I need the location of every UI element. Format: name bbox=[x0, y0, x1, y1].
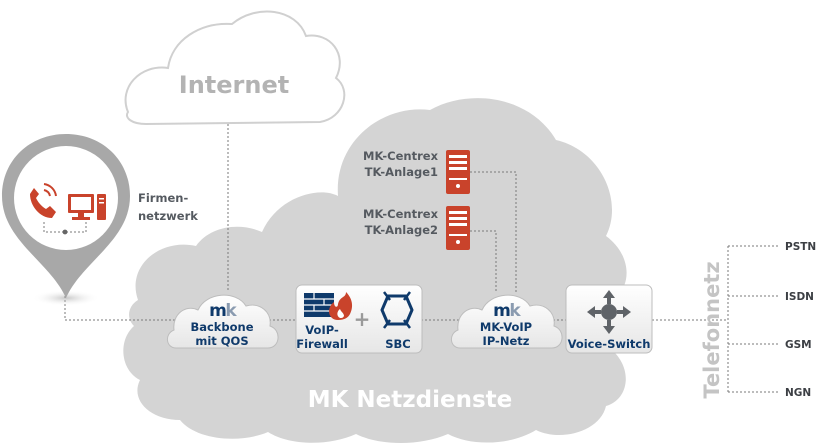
plus-sign: + bbox=[354, 307, 371, 331]
endpoint-gsm: GSM bbox=[785, 339, 812, 351]
pin-inner-circle bbox=[14, 146, 118, 250]
server2-line bbox=[470, 230, 497, 292]
server-1 bbox=[446, 150, 470, 194]
server1-line bbox=[470, 171, 517, 292]
server-2 bbox=[446, 206, 470, 250]
server-1-label-line2: TK-Anlage1 bbox=[365, 165, 438, 179]
backbone-node: m k Backbone mit QOS bbox=[167, 294, 279, 349]
mk-voip-node: m k MK-VoIP IP-Netz bbox=[451, 294, 563, 349]
mk-voip-label-line2: IP-Netz bbox=[483, 334, 530, 348]
firewall-label-line2: Firewall bbox=[296, 337, 348, 351]
mk-voip-label-line1: MK-VoIP bbox=[480, 320, 532, 334]
mk-netzdienste-cloud: MK Netzdienste bbox=[123, 98, 628, 444]
computer-icon bbox=[68, 194, 106, 220]
sbc-icon bbox=[380, 291, 414, 329]
device-link-line bbox=[43, 222, 87, 233]
company-network-label-line2: netzwerk bbox=[138, 209, 198, 223]
server-2-label-line1: MK-Centrex bbox=[363, 207, 439, 221]
voice-switch-node: Voice-Switch bbox=[565, 284, 653, 354]
mk-logo-icon: m k bbox=[209, 301, 237, 321]
endpoint-pstn: PSTN bbox=[785, 241, 816, 253]
sbc-label: SBC bbox=[385, 337, 411, 351]
endpoint-ngn: NGN bbox=[785, 387, 811, 399]
company-network-label-line1: Firmen- bbox=[138, 191, 188, 205]
telefonnetz-label: Telefonnetz bbox=[700, 261, 724, 398]
phone-icon bbox=[30, 183, 57, 218]
backbone-label-line1: Backbone bbox=[190, 320, 253, 334]
endpoint-isdn: ISDN bbox=[785, 291, 814, 303]
svg-text:m: m bbox=[493, 301, 511, 321]
mk-logo-icon: m k bbox=[493, 301, 521, 321]
svg-text:k: k bbox=[509, 301, 521, 321]
device-link-dot bbox=[62, 229, 68, 235]
firewall-icon bbox=[304, 292, 353, 320]
firewall-label-line1: VoIP- bbox=[305, 323, 339, 337]
svg-text:m: m bbox=[209, 301, 227, 321]
internet-label: Internet bbox=[179, 71, 289, 99]
server-2-label-line2: TK-Anlage2 bbox=[365, 223, 438, 237]
internet-cloud: Internet bbox=[124, 10, 346, 126]
voice-switch-icon bbox=[587, 290, 631, 334]
voice-switch-label: Voice-Switch bbox=[568, 337, 651, 351]
company-network-pin bbox=[2, 134, 130, 306]
svg-text:k: k bbox=[225, 301, 237, 321]
backbone-label-line2: mit QOS bbox=[195, 334, 248, 348]
mk-netzdienste-label: MK Netzdienste bbox=[308, 387, 513, 413]
server-1-label-line1: MK-Centrex bbox=[363, 149, 439, 163]
firewall-sbc-node: + VoIP- Firewall SBC bbox=[295, 284, 423, 354]
